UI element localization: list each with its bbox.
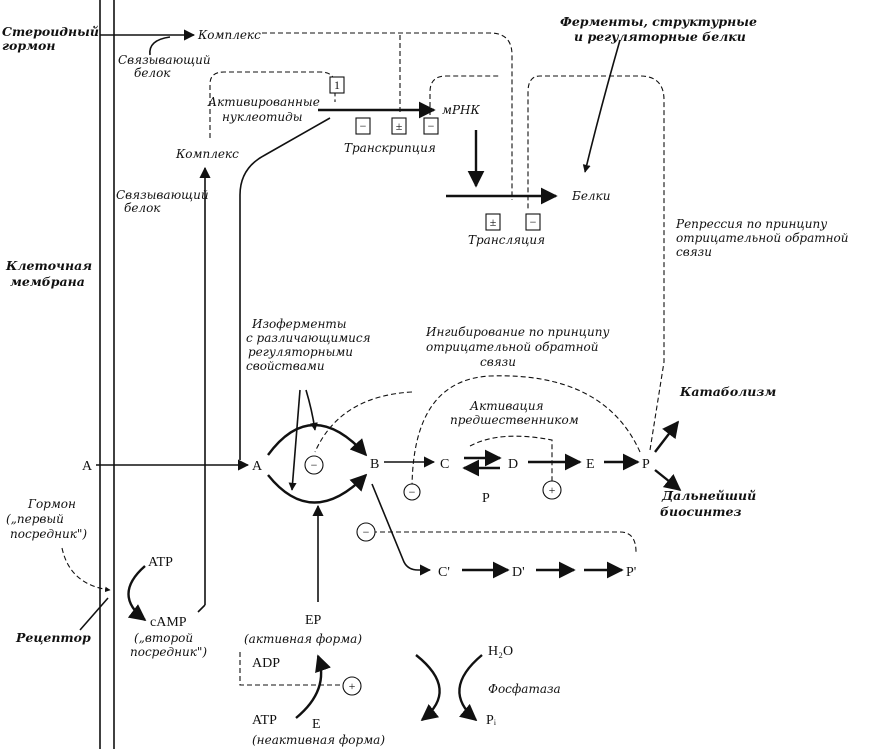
symbol-cAMP: cAMP <box>150 615 187 630</box>
P-to-catabolism-arrow <box>654 420 680 453</box>
isoenzyme-lower-arc <box>267 473 368 504</box>
proteins-label: Белки <box>571 189 610 203</box>
catabolism-label: Катаболизм <box>679 384 776 399</box>
box-plusminus-1: ± <box>391 117 407 135</box>
symbol-Pi: Pᵢ <box>486 713 497 728</box>
svg-text:1: 1 <box>334 78 340 92</box>
binding-protein-top-link <box>149 36 171 56</box>
symbol-ATP-bottom: ATP <box>252 713 277 728</box>
box-minus-2: − <box>423 117 439 135</box>
camp-to-complex-line <box>197 604 206 613</box>
translation-label: Трансляция <box>468 233 545 247</box>
svg-text:−: − <box>360 119 367 133</box>
symbol-C-prime: C' <box>438 565 450 580</box>
isoenzyme-pointer-1 <box>288 389 301 491</box>
mrna-feedback-dash <box>429 75 500 115</box>
inhibition-feedback-dash <box>411 375 641 491</box>
precursor-activation-dash <box>469 435 553 486</box>
circle-minus-isoenzyme: − <box>304 455 324 475</box>
ep-active-label: (активная форма) <box>244 632 362 646</box>
phosphatase-right-curve <box>458 654 483 722</box>
circle-minus-inhibition: − <box>403 483 421 501</box>
svg-text:−: − <box>530 215 537 229</box>
isoenzyme-upper-arc <box>267 423 368 457</box>
symbol-P-prime: P' <box>626 565 636 580</box>
repression-feedback-dash <box>527 75 665 451</box>
camp-to-kinase-dash <box>239 652 342 686</box>
box-plusminus-2: ± <box>485 213 501 231</box>
transcription-label: Транскрипция <box>344 141 436 155</box>
phosphatase-label: Фосфатаза <box>488 682 561 696</box>
svg-text:+: + <box>549 483 556 497</box>
atp-to-camp-curve <box>127 565 147 622</box>
mrna-label: мРНК <box>442 103 480 117</box>
symbol-E-met: E <box>586 457 595 472</box>
circle-minus-branch: − <box>356 522 376 542</box>
svg-text:+: + <box>349 679 356 693</box>
isoenzyme-pointer-2 <box>305 389 318 431</box>
B-to-Cprime-branch <box>371 483 432 576</box>
symbol-E-enzyme: E <box>312 717 321 732</box>
symbol-D: D <box>508 457 518 472</box>
complex-top-label: Комплекс <box>197 28 261 42</box>
svg-text:−: − <box>409 485 416 499</box>
box-one: 1 <box>329 76 345 94</box>
complex-mid-to-nucleotides <box>239 117 331 460</box>
svg-text:±: ± <box>396 119 403 133</box>
enzymes-pointer-arrow <box>582 39 621 173</box>
phosphatase-left-curve <box>415 654 441 722</box>
box-minus-1: − <box>355 117 371 135</box>
complex-mid-label: Комплекс <box>175 147 239 161</box>
svg-text:−: − <box>428 119 435 133</box>
box-minus-3: − <box>525 213 541 231</box>
symbol-A-in: A <box>252 459 263 474</box>
symbol-EP: EP <box>305 613 322 628</box>
symbol-C: C <box>440 457 449 472</box>
branch-feedback-dash <box>372 531 637 553</box>
receptor-pointer <box>79 597 109 631</box>
symbol-D-prime: D' <box>512 565 525 580</box>
atp-to-adp-curve <box>295 654 331 719</box>
svg-text:−: − <box>363 525 370 539</box>
isoenzyme-feedback-dash <box>314 391 413 453</box>
symbol-B: B <box>370 457 379 472</box>
symbol-ATP-top: ATP <box>148 555 173 570</box>
circle-plus-kinase: + <box>342 676 362 696</box>
symbol-ADP: ADP <box>252 656 280 671</box>
symbol-A-out: A <box>82 459 93 474</box>
receptor-label: Рецептор <box>15 630 91 645</box>
complex-to-transcription-dash <box>262 32 513 200</box>
symbol-P-mid: P <box>482 491 490 506</box>
e-inactive-label: (неактивная форма) <box>252 733 385 747</box>
symbol-P: P <box>642 457 650 472</box>
P-to-biosynthesis-arrow <box>654 469 682 492</box>
symbol-H2O: H₂O <box>488 644 513 659</box>
circle-plus-activation: + <box>542 480 562 500</box>
svg-text:±: ± <box>490 215 497 229</box>
hormone-to-receptor-dash <box>61 547 111 593</box>
svg-text:−: − <box>311 458 318 472</box>
